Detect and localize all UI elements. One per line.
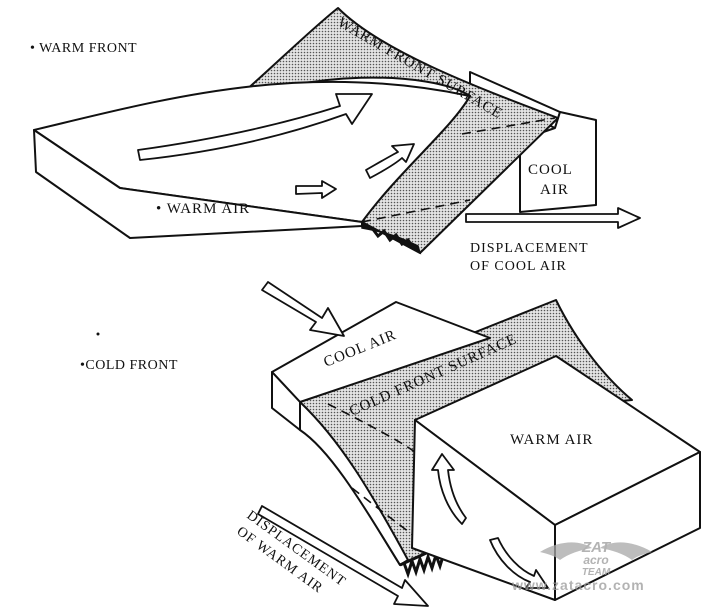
displacement-cool-line1: DISPLACEMENT <box>470 241 589 256</box>
cold-front-cool-air-block <box>271 301 491 566</box>
cold-air-inflow-arrow <box>261 281 345 337</box>
warm-air-displaced-arrow-curve <box>489 537 549 589</box>
warm-air-displacement-arrow <box>257 505 429 607</box>
zatacro-watermark: ZAT acro TEAM www.zatacro.com <box>511 539 652 593</box>
warm-front-heading: • WARM FRONT <box>30 41 137 56</box>
cool-air-label-line2: AIR <box>540 182 569 198</box>
cold-front-heading: •COLD FRONT <box>80 358 178 373</box>
watermark-url: www.zatacro.com <box>511 577 645 593</box>
warm-air-flow-arrow <box>137 93 373 161</box>
cool-air-label-line1: COOL <box>528 162 573 178</box>
watermark-logo-line1: ZAT <box>581 539 612 556</box>
warm-front-diagram: • WARM FRONT WARM FRONT SURFACE • WARM A… <box>30 7 641 274</box>
cool-air-displacement-arrow <box>465 207 641 229</box>
warm-front-dash-lower <box>361 199 471 223</box>
cold-front-dash-upper <box>327 403 419 456</box>
warm-air-top <box>33 80 471 223</box>
warm-front-symbol-teeth <box>370 227 416 250</box>
cold-front-dash-lower <box>351 487 415 537</box>
wing-right-icon <box>600 542 652 560</box>
watermark-logo-line2: acro <box>583 553 608 567</box>
warm-air-rising-arrow-cold <box>431 453 467 525</box>
cold-front-warm-air-label: WARM AIR <box>510 432 593 448</box>
warm-air-push-arrow <box>295 180 337 199</box>
warm-air-label: • WARM AIR <box>156 201 250 217</box>
watermark-logo-line3: TEAM <box>582 567 611 578</box>
warm-air-rising-arrow <box>365 143 415 179</box>
cold-front-diagram: •COLD FRONT COOL AIR COLD FRONT SURFACE … <box>80 281 701 607</box>
warm-front-dash-upper <box>461 117 556 135</box>
displacement-cool-line2: OF COOL AIR <box>470 259 567 274</box>
stray-mark <box>96 332 100 336</box>
wing-left-icon <box>540 542 592 560</box>
